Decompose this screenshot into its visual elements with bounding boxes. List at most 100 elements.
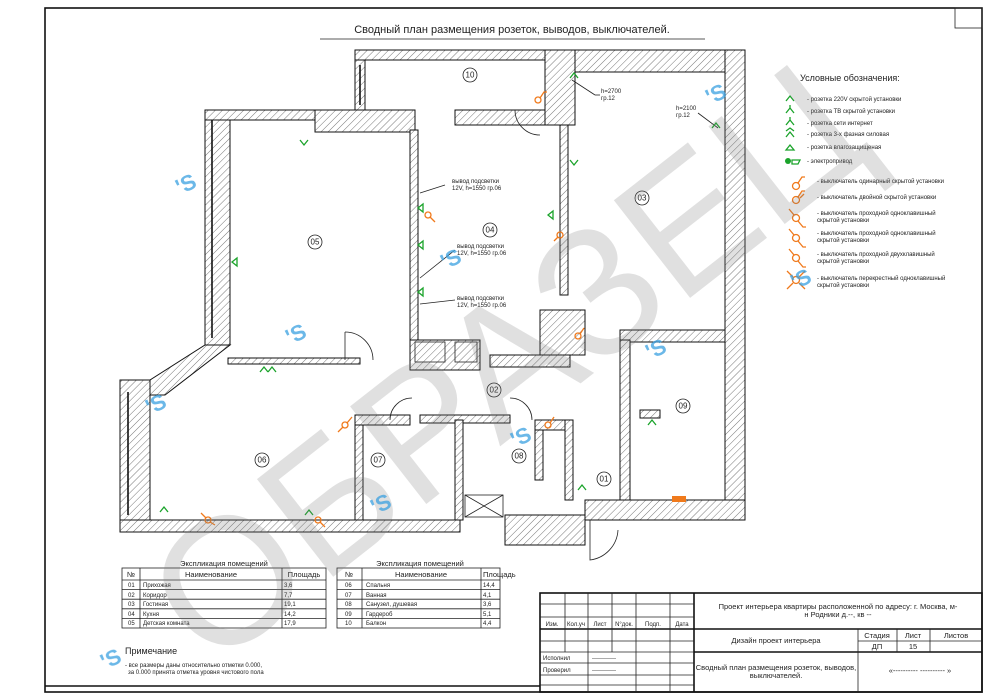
svg-text:'S: 'S	[282, 318, 311, 349]
svg-text:гр.12: гр.12	[601, 96, 616, 102]
svg-text:Листов: Листов	[944, 631, 968, 640]
svg-text:3,6: 3,6	[483, 602, 492, 608]
room-02: 02	[486, 382, 502, 398]
svg-text:4,4: 4,4	[483, 621, 492, 627]
room-06: 06	[254, 452, 270, 468]
svg-text:09: 09	[679, 402, 688, 411]
svg-text:Лист: Лист	[905, 631, 922, 640]
doors	[344, 109, 619, 561]
room-table-1: Экспликация помещений № Наименование Пло…	[121, 559, 327, 629]
svg-text:Прихожая: Прихожая	[143, 583, 171, 589]
legend-title: Условные обозначения:	[800, 73, 900, 83]
socket-icon	[569, 71, 579, 79]
socket-icon	[299, 139, 309, 147]
svg-text:- розетка 3-х фазная силовая: - розетка 3-х фазная силовая	[807, 132, 889, 138]
svg-text:- розетка сети интернет: - розетка сети интернет	[807, 121, 873, 127]
socket-tv-icon	[785, 105, 795, 114]
svg-text:- все размеры даны относительн: - все размеры даны относительно отметки …	[125, 663, 262, 669]
svg-text:Гардероб: Гардероб	[366, 612, 393, 618]
svg-text:Лист: Лист	[593, 622, 606, 628]
svg-text:Примечание: Примечание	[125, 646, 177, 656]
socket-icon	[304, 508, 314, 516]
switch-single-icon	[791, 176, 805, 191]
svg-text:гр.12: гр.12	[676, 113, 691, 119]
svg-text:19,1: 19,1	[284, 602, 296, 608]
svg-text:вывод подсветки: вывод подсветки	[457, 296, 504, 302]
socket-icon	[647, 418, 657, 426]
svg-text:12V, h=1550 гр.06: 12V, h=1550 гр.06	[452, 186, 502, 192]
svg-text:- выключатель двойной скрытой: - выключатель двойной скрытой установки	[817, 194, 936, 201]
svg-text:Сводный план размещения розето: Сводный план размещения розеток, выводов…	[696, 663, 857, 672]
table-row: 07 Ванная 4,1	[345, 593, 492, 599]
note: Примечание - все размеры даны относитель…	[125, 646, 264, 676]
svg-text:01: 01	[600, 475, 609, 484]
svg-text:17,9: 17,9	[284, 621, 296, 627]
svg-text:Площадь: Площадь	[288, 570, 321, 579]
svg-text:- выключатель перекрестный одн: - выключатель перекрестный одноклавишный	[817, 275, 945, 282]
switch-icon	[544, 416, 555, 429]
svg-text:- выключатель проходной однокл: - выключатель проходной одноклавишный	[817, 230, 936, 237]
svg-text:- выключатель проходной однокл: - выключатель проходной одноклавишный	[817, 210, 936, 217]
room-table-2: Экспликация помещений № Наименование Пло…	[336, 559, 516, 629]
svg-text:01: 01	[128, 583, 135, 589]
svg-text:12V, h=1550 гр.06: 12V, h=1550 гр.06	[457, 303, 507, 309]
svg-text:Исполнил: Исполнил	[543, 656, 571, 662]
svg-text:скрытой установки: скрытой установки	[817, 282, 869, 289]
svg-text:09: 09	[345, 612, 352, 618]
svg-text:4,1: 4,1	[483, 593, 492, 599]
plan-annotations: h=2700 гр.12 h=2100 гр.12 вывод подсветк…	[419, 79, 719, 309]
svg-text:- розетка ТВ скрытой установки: - розетка ТВ скрытой установки	[807, 108, 895, 115]
socket-internet-icon	[785, 117, 795, 126]
svg-text:------------: ------------	[592, 656, 616, 662]
switch-double-icon	[791, 190, 805, 205]
walls	[119, 49, 746, 546]
svg-text:08: 08	[515, 452, 524, 461]
svg-text:- розетка влагозащищеная: - розетка влагозащищеная	[807, 145, 881, 151]
svg-text:Спальня: Спальня	[366, 583, 390, 589]
svg-text:- розетка 220V скрытой установ: - розетка 220V скрытой установки	[807, 96, 901, 103]
svg-text:03: 03	[128, 602, 135, 608]
svg-text:07: 07	[345, 593, 352, 599]
svg-text:N°док.: N°док.	[615, 622, 633, 628]
svg-text:«---------- ---------- »: «---------- ---------- »	[889, 666, 951, 675]
socket-3phase-icon	[785, 127, 795, 138]
socket-icon	[416, 239, 424, 251]
svg-text:'S: 'S	[97, 643, 126, 674]
svg-text:Наименование: Наименование	[395, 570, 447, 579]
svg-text:Изм.: Изм.	[546, 622, 559, 628]
socket-icon	[711, 121, 721, 129]
svg-text:Санузел, душевая: Санузел, душевая	[366, 602, 417, 608]
svg-text:н Родники д.--, кв --: н Родники д.--, кв --	[804, 610, 872, 619]
svg-text:Детская комната: Детская комната	[143, 621, 190, 627]
svg-text:Ванная: Ванная	[366, 593, 387, 599]
room-04: 04	[482, 222, 498, 238]
svg-text:Проверил: Проверил	[543, 668, 571, 674]
svg-text:5,1: 5,1	[483, 612, 492, 618]
svg-text:- электропривод: - электропривод	[807, 159, 853, 165]
socket-icon	[416, 202, 424, 214]
svg-text:- выключатель одинарный скрыто: - выключатель одинарный скрытой установк…	[817, 178, 944, 185]
svg-text:7,7: 7,7	[284, 593, 293, 599]
switch-pass-single2-icon	[788, 228, 806, 248]
svg-text:вывод подсветки: вывод подсветки	[452, 179, 499, 185]
sheet-frame	[44, 7, 983, 693]
switch-icon	[314, 516, 326, 528]
room-07: 07	[370, 452, 386, 468]
svg-text:Проект интерьера квартиры расп: Проект интерьера квартиры расположенной …	[719, 602, 958, 611]
svg-text:04: 04	[128, 612, 135, 618]
svg-text:14,4: 14,4	[483, 583, 495, 589]
svg-text:Кухня: Кухня	[143, 612, 159, 618]
svg-text:------------: ------------	[592, 668, 616, 674]
svg-text:вывод подсветки: вывод подсветки	[457, 244, 504, 250]
svg-text:№: №	[345, 570, 353, 579]
svg-text:02: 02	[490, 386, 499, 395]
svg-text:h=2700: h=2700	[601, 89, 622, 95]
socket-icon	[569, 159, 579, 167]
switch-pass-single-icon	[788, 208, 806, 228]
svg-text:Кол.уч: Кол.уч	[567, 622, 585, 628]
